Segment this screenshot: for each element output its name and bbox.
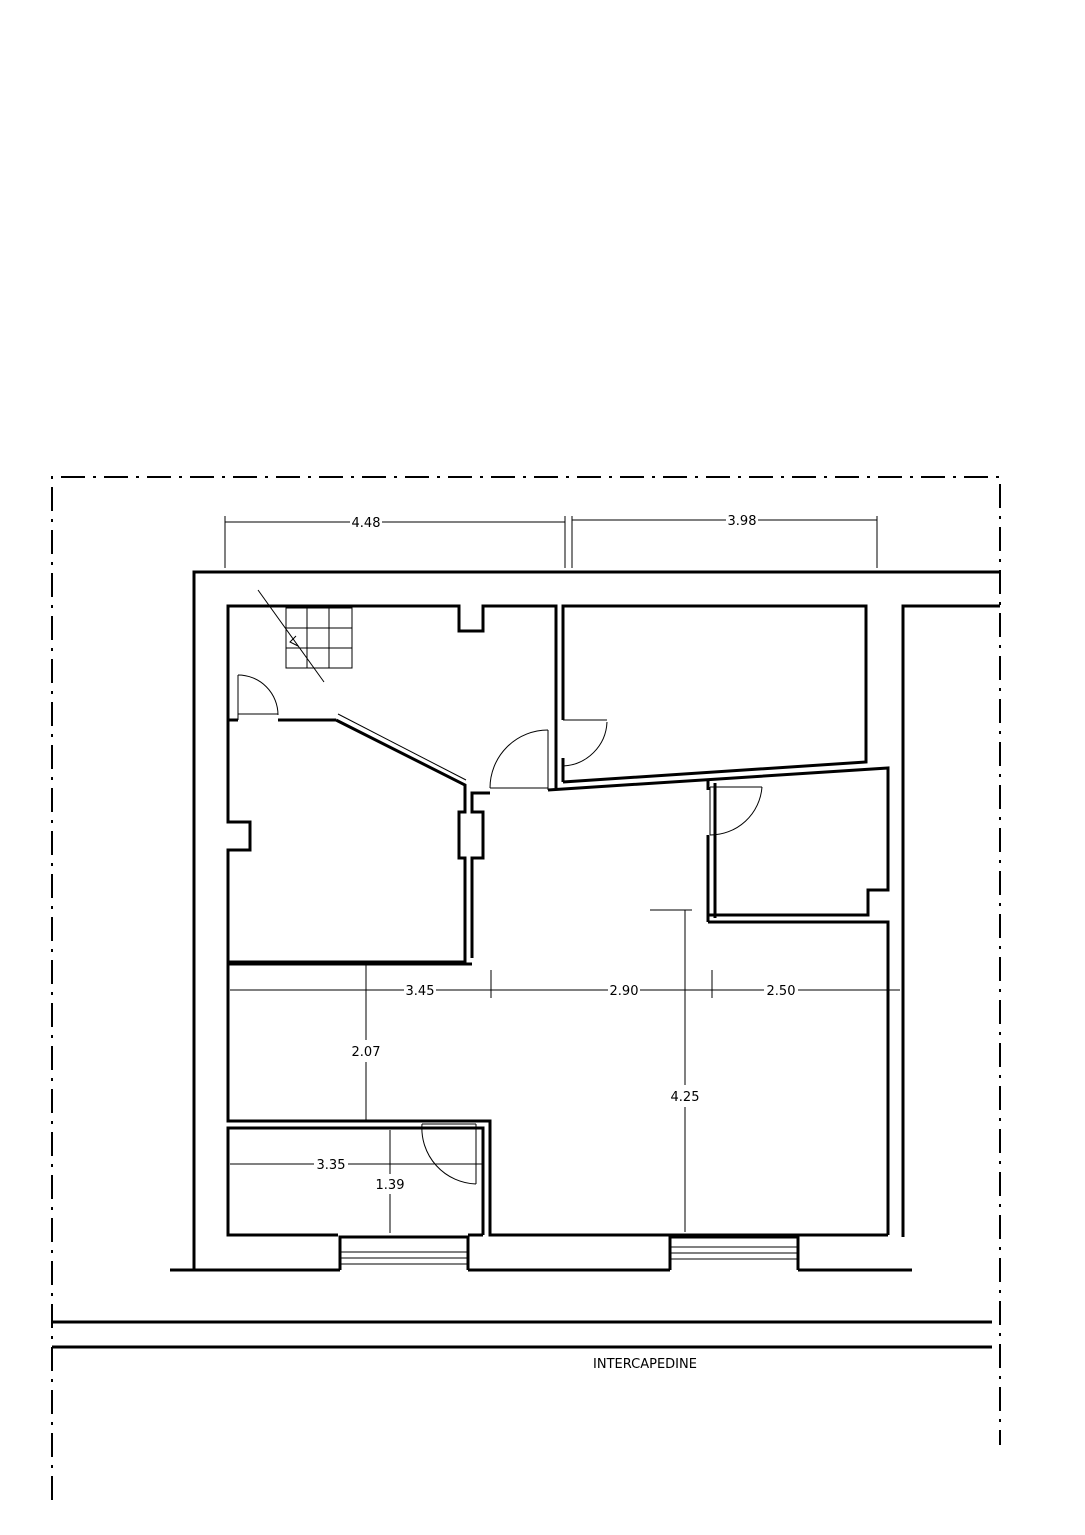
room-top-right	[561, 604, 868, 784]
window-right	[668, 1235, 800, 1270]
dimension-label: 3.45	[406, 984, 435, 999]
door-small-room	[709, 786, 763, 836]
intercapedine-band: INTERCAPEDINE	[52, 1320, 992, 1372]
dimension-label: 2.50	[767, 984, 796, 999]
dimension-top-right: 3.98	[571, 514, 878, 568]
corridor-wall	[547, 766, 890, 1235]
dimension-label: 3.98	[728, 514, 757, 529]
door-stair	[237, 674, 279, 720]
dimension-bottom-width: 3.35	[230, 1158, 482, 1173]
dimension-label: 4.25	[671, 1090, 700, 1105]
intercapedine-label: INTERCAPEDINE	[593, 1357, 697, 1372]
outer-walls	[170, 570, 1000, 1272]
door-corridor-left	[489, 729, 549, 790]
dimension-vertical-left: 2.07	[352, 964, 381, 1121]
dimension-label: 2.07	[352, 1045, 381, 1060]
dimension-label: 1.39	[376, 1178, 405, 1193]
room-bottom-left	[226, 962, 888, 1237]
dimension-label: 2.90	[610, 984, 639, 999]
dimension-bottom-height: 1.39	[376, 1130, 405, 1233]
dimension-row: 3.45 2.90 2.50	[230, 970, 900, 999]
window-left	[338, 1235, 470, 1270]
room-stair	[226, 604, 558, 788]
room-left	[226, 713, 490, 964]
stairs	[257, 589, 353, 683]
dimension-label: 4.48	[352, 516, 381, 531]
dimension-vertical-right: 4.25	[650, 909, 700, 1232]
dimension-top-left: 4.48	[224, 516, 566, 568]
door-bottom	[421, 1123, 477, 1185]
door-top-right	[556, 719, 608, 782]
property-boundary	[51, 476, 1001, 1500]
dimension-label: 3.35	[317, 1158, 346, 1173]
